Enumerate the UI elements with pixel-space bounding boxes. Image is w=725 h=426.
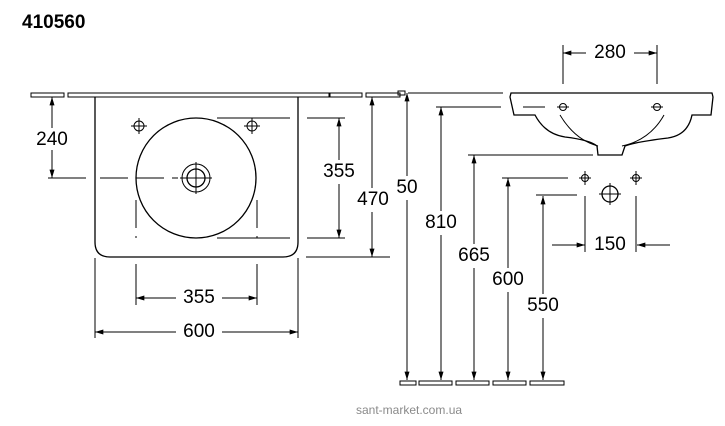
dim-600-side-label: 600 xyxy=(492,269,524,290)
floor-wall-stub xyxy=(397,90,406,96)
dim-470-label: 470 xyxy=(357,189,389,210)
tap-hole-icon xyxy=(131,118,260,134)
basin-outline-top xyxy=(94,97,299,258)
basin-outline-side xyxy=(509,92,714,156)
wall-strip-top xyxy=(30,92,401,98)
dim-240-label: 240 xyxy=(36,129,68,150)
wall-connection-icon xyxy=(579,171,642,205)
floor-strip xyxy=(399,380,565,386)
drain-icon xyxy=(180,162,212,194)
dim-280-label: 280 xyxy=(594,42,626,63)
dim-665-label: 665 xyxy=(458,245,490,266)
dim-355-horizontal-label: 355 xyxy=(183,287,215,308)
dim-850-label: 50 xyxy=(396,177,417,198)
tap-hole-side-icon xyxy=(557,103,663,111)
dim-550-label: 550 xyxy=(527,295,559,316)
model-number: 410560 xyxy=(22,12,86,33)
watermark: sant-market.com.ua xyxy=(356,403,463,417)
dim-810-label: 810 xyxy=(425,212,457,233)
dim-355-vertical-label: 355 xyxy=(323,161,355,182)
dim-150-label: 150 xyxy=(594,234,626,255)
dim-600-label: 600 xyxy=(183,321,215,342)
